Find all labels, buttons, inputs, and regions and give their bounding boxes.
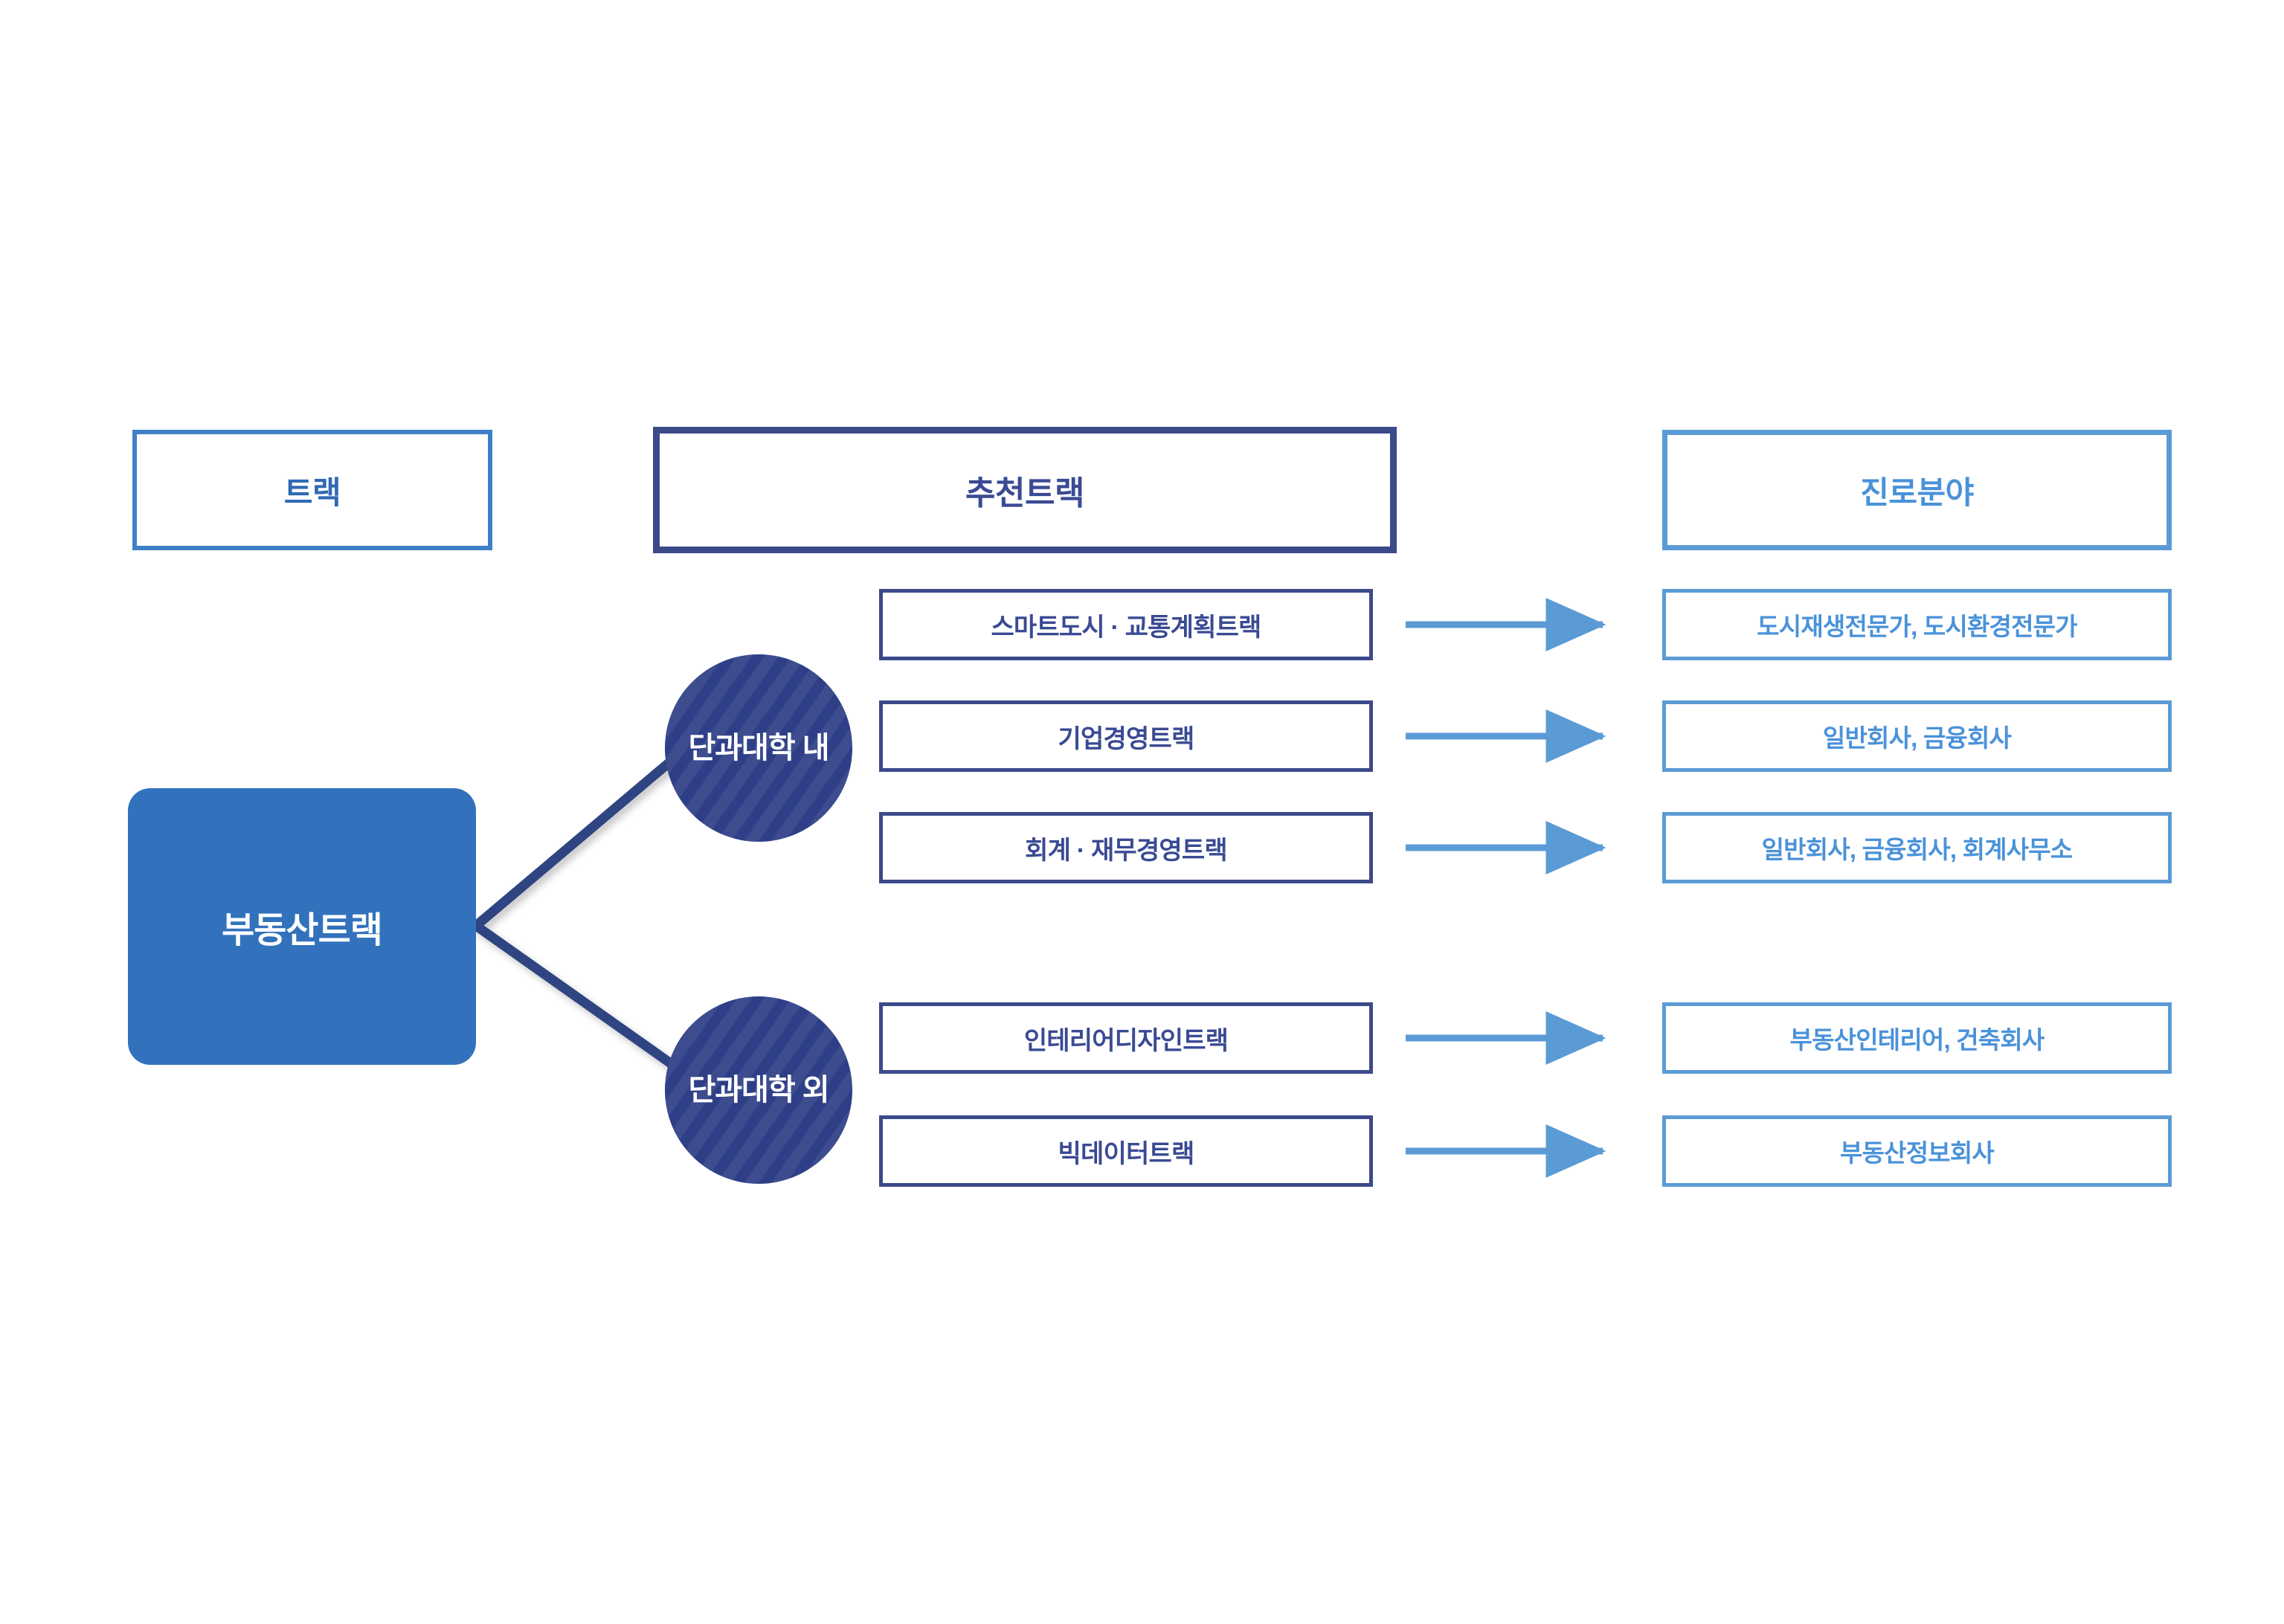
track-box[interactable]: 스마트도시 · 교통계획트랙 <box>879 589 1373 660</box>
track-box[interactable]: 회계 · 재무경영트랙 <box>879 812 1373 883</box>
career-box-label: 도시재생전문가, 도시환경전문가 <box>1757 613 2077 640</box>
connector-to-group-in <box>472 740 695 929</box>
header-track-label: 트랙 <box>283 474 341 510</box>
career-box[interactable]: 도시재생전문가, 도시환경전문가 <box>1662 589 2172 660</box>
track-box[interactable]: 기업경영트랙 <box>879 700 1373 772</box>
career-box[interactable]: 부동산인테리어, 건축회사 <box>1662 1002 2172 1074</box>
track-box-label: 기업경영트랙 <box>1058 724 1195 753</box>
track-box[interactable]: 인테리어디자인트랙 <box>879 1002 1373 1074</box>
connector-to-group-out <box>473 921 695 1083</box>
career-box[interactable]: 일반회사, 금융회사, 회계사무소 <box>1662 812 2172 883</box>
career-box-label: 부동산인테리어, 건축회사 <box>1789 1026 2045 1054</box>
root-node-real-estate-track[interactable]: 부동산트랙 <box>128 788 476 1065</box>
career-box-label: 일반회사, 금융회사, 회계사무소 <box>1761 836 2074 863</box>
group-circle-in-college[interactable]: 단과대학 내 <box>665 654 852 842</box>
track-box-label: 스마트도시 · 교통계획트랙 <box>991 613 1261 642</box>
root-node-label: 부동산트랙 <box>222 911 383 950</box>
header-recommended-track-label: 추천트랙 <box>965 475 1084 512</box>
career-box-label: 부동산정보회사 <box>1840 1139 1995 1167</box>
track-box-label: 빅데이터트랙 <box>1058 1139 1195 1168</box>
track-box-label: 인테리어디자인트랙 <box>1023 1026 1229 1055</box>
header-track: 트랙 <box>132 430 492 550</box>
header-career-field: 진로분야 <box>1662 430 2172 550</box>
track-box-label: 회계 · 재무경영트랙 <box>1025 836 1227 865</box>
group-circle-out-college[interactable]: 단과대학 외 <box>665 996 852 1184</box>
career-box[interactable]: 일반회사, 금융회사 <box>1662 700 2172 772</box>
group-circle-out-college-label: 단과대학 외 <box>688 1074 829 1106</box>
group-circle-in-college-label: 단과대학 내 <box>688 732 829 764</box>
career-box[interactable]: 부동산정보회사 <box>1662 1115 2172 1187</box>
header-recommended-track: 추천트랙 <box>653 427 1397 553</box>
career-box-label: 일반회사, 금융회사 <box>1822 724 2012 752</box>
header-career-field-label: 진로분야 <box>1860 474 1974 510</box>
track-box[interactable]: 빅데이터트랙 <box>879 1115 1373 1187</box>
